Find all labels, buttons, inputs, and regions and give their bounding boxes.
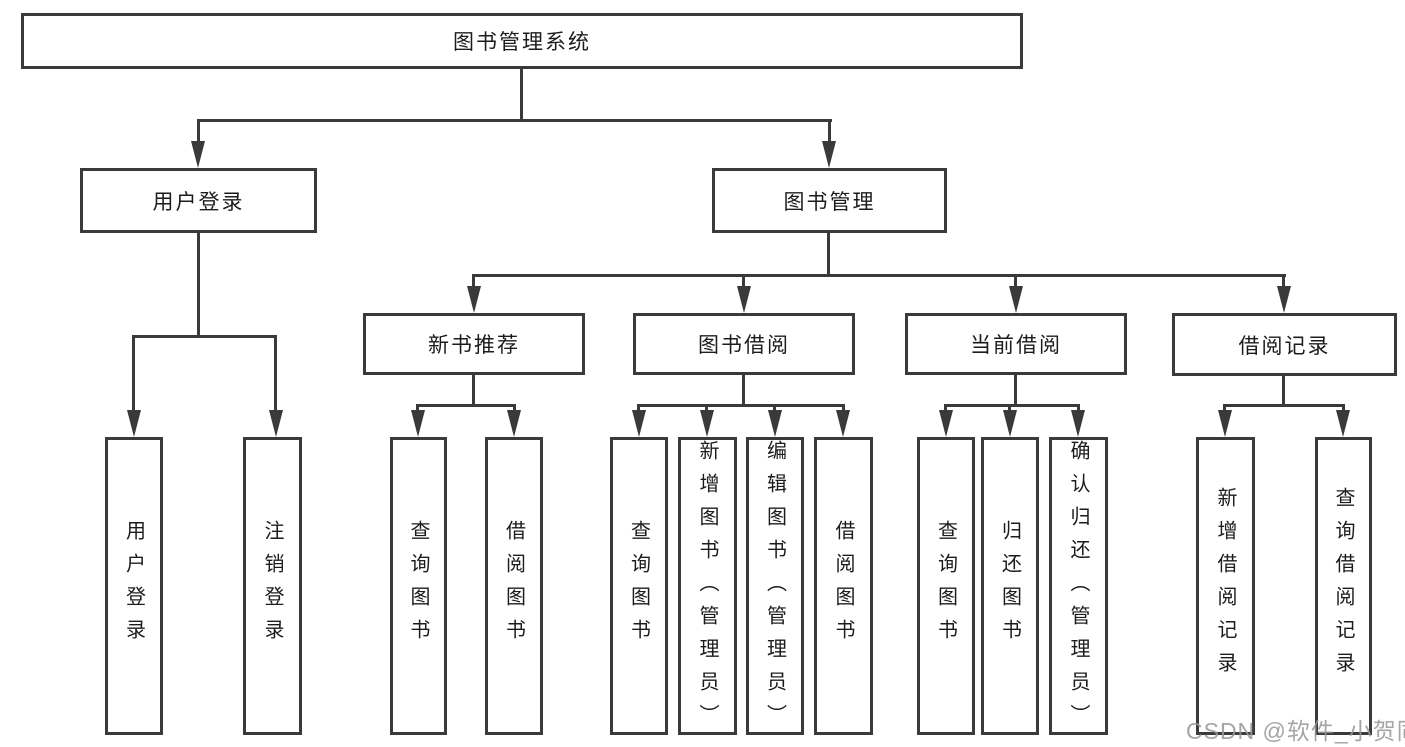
arrowhead-icon: [1003, 410, 1017, 437]
leaf-add-borrow-record: 新增借阅记录: [1196, 437, 1255, 735]
arrowhead-icon: [632, 410, 646, 437]
arrowhead-icon: [1336, 410, 1350, 437]
connector-line: [637, 404, 640, 413]
arrowhead-icon: [127, 410, 141, 437]
connector-line: [472, 274, 1286, 277]
leaf-return-books: 归还图书: [981, 437, 1039, 735]
leaf-query-borrow-record: 查询借阅记录: [1315, 437, 1372, 735]
leaf-query-books-borrow: 查询图书: [610, 437, 668, 735]
leaf-add-books-admin: 新增图书（管理员）: [678, 437, 737, 737]
connector-line: [132, 335, 277, 338]
node-current-borrowing: 当前借阅: [905, 313, 1127, 375]
connector-line: [944, 404, 1080, 407]
connector-line: [1282, 374, 1285, 407]
arrowhead-icon: [411, 410, 425, 437]
connector-line: [472, 274, 475, 289]
connector-line: [1223, 404, 1345, 407]
connector-line: [274, 335, 277, 412]
arrowhead-icon: [1009, 286, 1023, 313]
arrowhead-icon: [1071, 410, 1085, 437]
arrowhead-icon: [700, 410, 714, 437]
connector-line: [705, 404, 708, 413]
csdn-watermark: CSDN @软件_小贺同学: [1186, 718, 1405, 744]
arrowhead-icon: [467, 286, 481, 313]
connector-line: [1223, 404, 1226, 413]
connector-line: [513, 404, 516, 413]
connector-line: [637, 404, 845, 407]
arrowhead-icon: [507, 410, 521, 437]
arrowhead-icon: [737, 286, 751, 313]
connector-line: [742, 274, 745, 289]
leaf-borrow-books: 借阅图书: [814, 437, 873, 735]
node-book-management: 图书管理: [712, 168, 947, 233]
leaf-edit-books-admin: 编辑图书（管理员）: [746, 437, 804, 737]
connector-line: [828, 119, 831, 144]
arrowhead-icon: [836, 410, 850, 437]
node-new-book-recommend: 新书推荐: [363, 313, 585, 375]
connector-line: [842, 404, 845, 413]
connector-line: [773, 404, 776, 413]
connector-line: [1342, 404, 1345, 413]
leaf-user-login: 用户登录: [105, 437, 163, 735]
connector-line: [1008, 404, 1011, 413]
connector-line: [197, 230, 200, 337]
arrowhead-icon: [269, 410, 283, 437]
connector-line: [520, 66, 523, 122]
connector-line: [1282, 274, 1285, 289]
leaf-query-books-recommend: 查询图书: [390, 437, 447, 735]
leaf-logout: 注销登录: [243, 437, 302, 735]
connector-line: [1014, 373, 1017, 407]
connector-line: [1077, 404, 1080, 413]
node-borrowing-records: 借阅记录: [1172, 313, 1397, 376]
leaf-confirm-return-admin: 确认归还（管理员）: [1049, 437, 1108, 737]
node-user-login: 用户登录: [80, 168, 317, 233]
arrowhead-icon: [939, 410, 953, 437]
leaf-borrow-books-recommend: 借阅图书: [485, 437, 543, 735]
arrowhead-icon: [1277, 286, 1291, 313]
connector-line: [132, 335, 135, 412]
connector-line: [197, 119, 200, 144]
arrowhead-icon: [768, 410, 782, 437]
connector-line: [472, 373, 475, 407]
node-book-borrowing: 图书借阅: [633, 313, 855, 375]
connector-line: [1014, 274, 1017, 289]
leaf-query-books-current: 查询图书: [917, 437, 975, 735]
arrowhead-icon: [191, 141, 205, 168]
arrowhead-icon: [822, 141, 836, 168]
connector-line: [944, 404, 947, 413]
connector-line: [197, 119, 832, 122]
connector-line: [742, 373, 745, 407]
arrowhead-icon: [1218, 410, 1232, 437]
node-system-root: 图书管理系统: [21, 13, 1023, 69]
connector-line: [416, 404, 419, 413]
connector-line: [416, 404, 516, 407]
connector-line: [827, 230, 830, 277]
